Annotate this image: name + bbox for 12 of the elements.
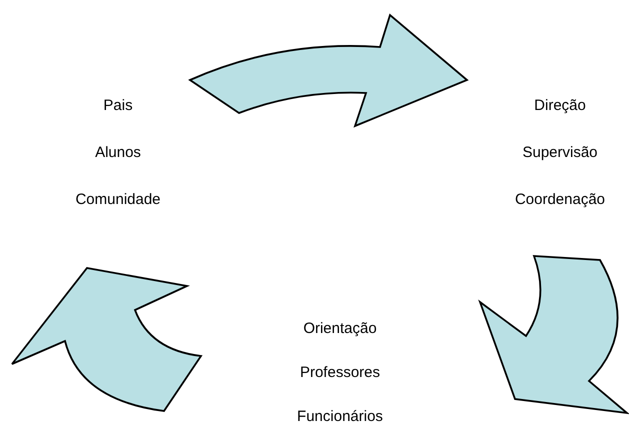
curved-block-arrow <box>189 14 468 127</box>
node-text: Professores <box>300 364 380 382</box>
node-text: Funcionários <box>297 408 383 426</box>
node-text: Comunidade <box>75 191 161 209</box>
curved-block-arrow <box>479 255 628 414</box>
node-text: Pais <box>103 97 133 115</box>
node-text: Direção <box>534 97 586 115</box>
node-text: Orientação <box>303 320 377 338</box>
node-text: Alunos <box>95 144 141 162</box>
node-text: Supervisão <box>522 144 598 162</box>
curved-block-arrow <box>11 267 202 412</box>
node-text: Coordenação <box>514 191 606 209</box>
